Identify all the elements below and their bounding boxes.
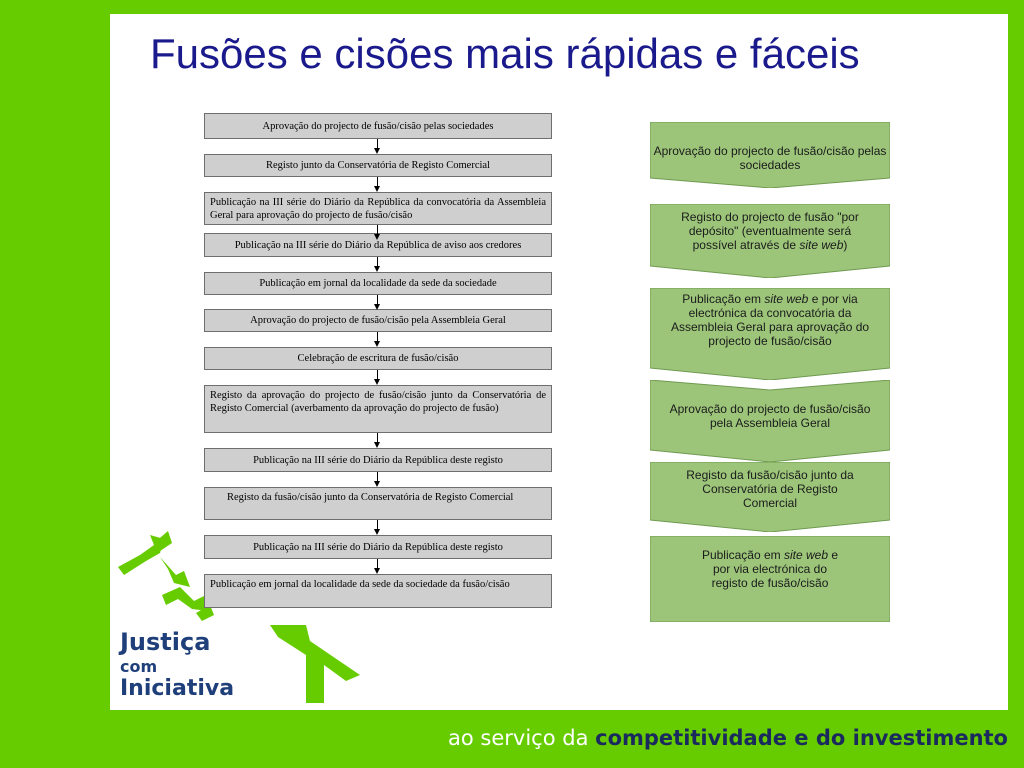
page-title: Fusões e cisões mais rápidas e fáceis [150,30,860,77]
left-arrow [204,177,552,192]
left-step-2: Registo junto da Conservatória de Regist… [204,154,552,177]
right-step-2-text: Registo do projecto de fusão "por depósi… [681,210,859,252]
logo-com: com [120,657,158,676]
right-step-1: Aprovação do projecto de fusão/cisão pel… [650,122,890,188]
left-arrow [204,370,552,385]
left-step-9: Publicação na III série do Diário da Rep… [204,448,552,472]
right-step-6: Publicação em site web e por via electró… [650,536,890,622]
right-step-4-text: Aprovação do projecto de fusão/cisão pel… [669,402,871,430]
right-step-4: Aprovação do projecto de fusão/cisão pel… [650,380,890,462]
right-step-5-text: Registo da fusão/cisão junto da Conserva… [686,468,854,510]
logo-justica: Justiça [120,628,211,656]
left-arrow [204,559,552,574]
right-step-3: Publicação em site web e por via electró… [650,288,890,380]
left-arrow [204,332,552,347]
right-step-5: Registo da fusão/cisão junto da Conserva… [650,462,890,532]
left-arrow [204,433,552,448]
left-step-5: Publicação em jornal da localidade da se… [204,272,552,295]
left-arrow [204,472,552,487]
left-step-3: Publicação na III série do Diário da Rep… [204,192,552,225]
left-step-11: Publicação na III série do Diário da Rep… [204,535,552,559]
left-arrow [204,139,552,154]
footer-bold: competitividade e do investimento [595,726,1008,750]
right-step-6-text: Publicação em site web e por via electró… [701,548,839,590]
logo-iniciativa: Iniciativa [120,676,235,701]
footer-prefix: ao serviço da [448,726,596,750]
left-arrow [204,295,552,310]
left-step-6: Aprovação do projecto de fusão/cisão pel… [204,309,552,332]
logo-arrows-graphic [118,531,360,703]
left-step-7: Celebração de escritura de fusão/cisão [204,347,552,370]
left-step-1: Aprovação do projecto de fusão/cisão pel… [204,113,552,139]
left-step-12: Publicação em jornal da localidade da se… [204,574,552,608]
right-step-3-text: Publicação em site web e por via electró… [670,292,870,348]
left-step-10: Registo da fusão/cisão junto da Conserva… [204,487,552,520]
right-step-2: Registo do projecto de fusão "por depósi… [650,204,890,278]
left-step-8: Registo da aprovação do projecto de fusã… [204,385,552,433]
footer-slogan: ao serviço da competitividade e do inves… [448,726,1008,750]
left-arrow [204,257,552,272]
left-step-4: Publicação na III série do Diário da Rep… [204,233,552,257]
left-flowchart: Aprovação do projecto de fusão/cisão pel… [204,113,552,608]
left-arrow [204,225,552,240]
right-step-1-text: Aprovação do projecto de fusão/cisão pel… [653,144,887,172]
left-arrow [204,520,552,535]
